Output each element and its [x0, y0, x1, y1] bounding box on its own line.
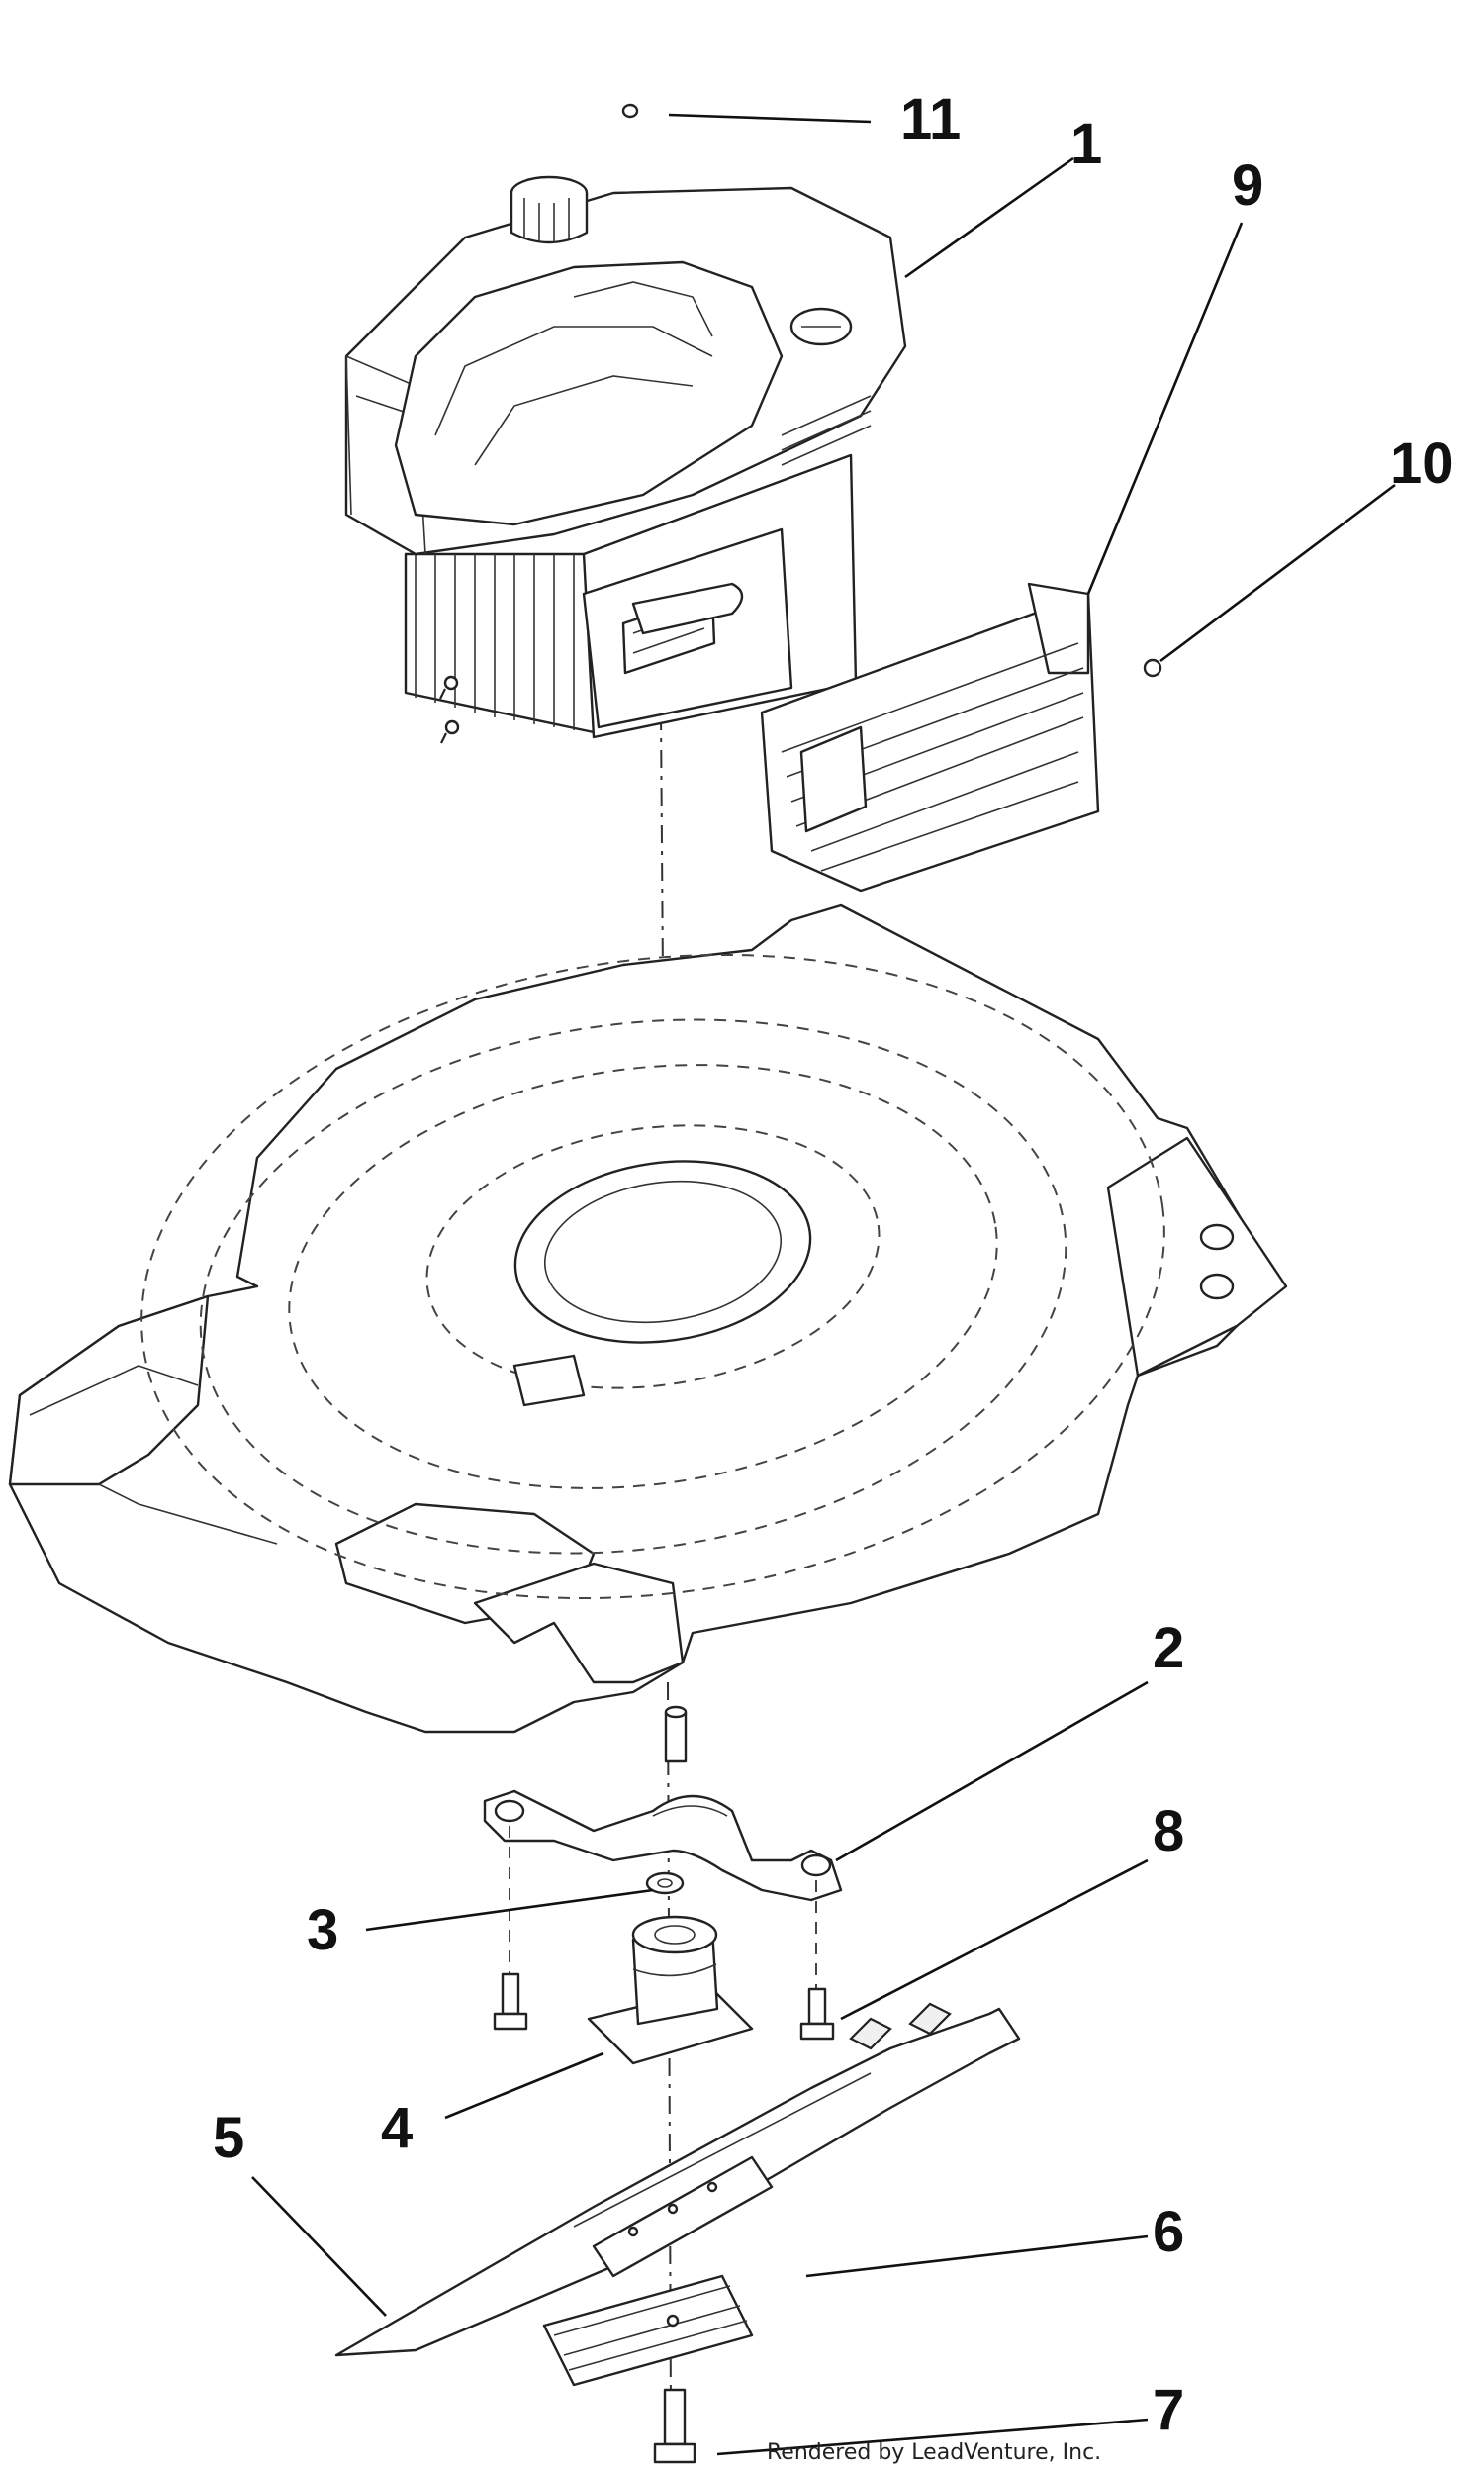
engine — [344, 175, 907, 744]
part-8-bolt — [799, 1987, 835, 2041]
leader-9 — [1086, 222, 1244, 595]
screw-small-b — [440, 719, 460, 744]
callout-6: 6 — [1153, 2200, 1184, 2264]
part-10-screw — [1143, 658, 1162, 678]
part-3-washer — [645, 1871, 685, 1895]
leader-7 — [716, 2418, 1149, 2456]
screw-small-a — [439, 675, 459, 700]
leader-4 — [444, 2051, 604, 2120]
leader-11 — [668, 113, 872, 124]
leader-5 — [251, 2176, 387, 2317]
part-bolt-upper — [664, 1705, 688, 1763]
part-4-blade-adapter — [587, 1915, 754, 2065]
credit-text: Rendered by LeadVenture, Inc. — [767, 2440, 1101, 2465]
part-11-nut — [621, 103, 639, 119]
leader-10 — [1159, 483, 1396, 663]
callout-5: 5 — [213, 2106, 244, 2170]
leader-2 — [835, 1680, 1149, 1862]
callout-3: 3 — [307, 1898, 338, 1962]
callout-2: 2 — [1153, 1616, 1184, 1680]
part-5-blade — [334, 2002, 1021, 2357]
callout-7: 7 — [1153, 2378, 1184, 2442]
callout-10: 10 — [1390, 431, 1454, 496]
part-2-bracket — [483, 1789, 843, 1902]
callout-8: 8 — [1153, 1799, 1184, 1863]
part-9-grille — [760, 582, 1100, 893]
leader-6 — [805, 2234, 1149, 2278]
leader-3 — [365, 1888, 654, 1932]
mower-deck — [8, 903, 1288, 1734]
callout-4: 4 — [381, 2096, 413, 2160]
part-6-stiffener — [542, 2274, 754, 2387]
leader-1 — [904, 156, 1074, 279]
leader-8 — [840, 1858, 1149, 2021]
callout-1: 1 — [1070, 112, 1102, 176]
callout-9: 9 — [1232, 153, 1263, 218]
callout-11: 11 — [900, 87, 961, 151]
part-7-bolt — [653, 2388, 696, 2464]
part-bolt-left — [493, 1972, 528, 2031]
